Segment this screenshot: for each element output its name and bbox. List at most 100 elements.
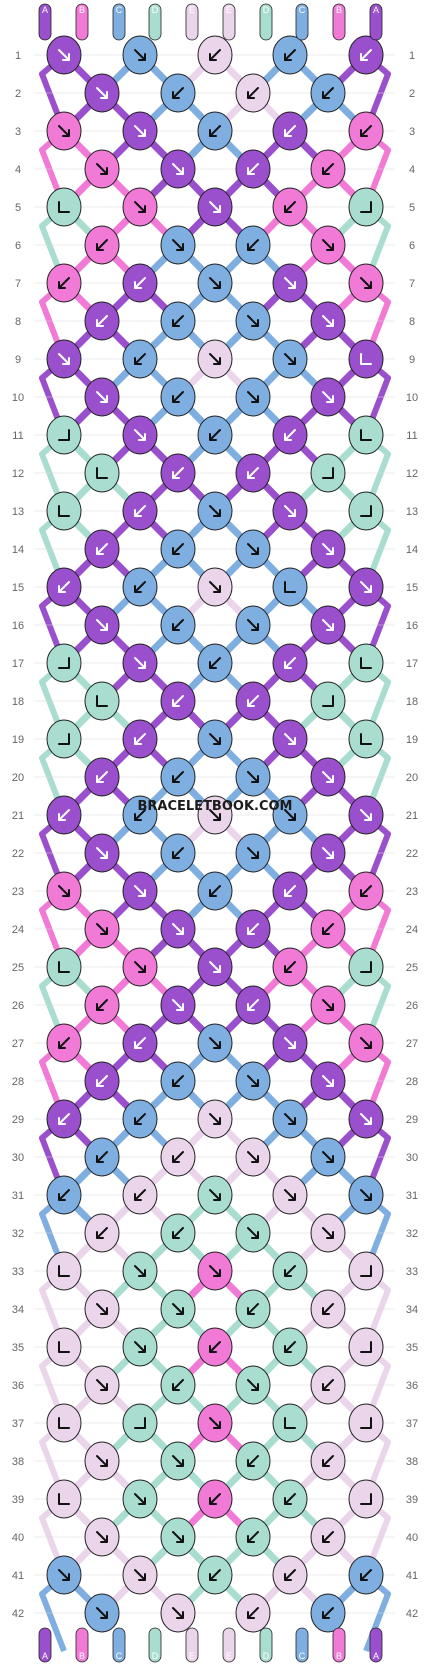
knot-body [348, 491, 384, 531]
arrow-right-icon [322, 239, 334, 251]
knot [46, 1479, 82, 1519]
arrow-right-icon [134, 49, 146, 61]
knot [84, 1061, 120, 1101]
arrow-right-icon [322, 847, 334, 859]
knot [272, 35, 308, 75]
knot [310, 833, 346, 873]
knot-body [272, 567, 308, 607]
arrow-left-icon [209, 125, 221, 137]
arrow-right-icon [247, 391, 259, 403]
knot [235, 1137, 271, 1177]
string-end-bottom [148, 1627, 162, 1663]
knot [235, 73, 271, 113]
knot-body [46, 491, 82, 531]
arrow-left-icon [172, 543, 184, 555]
arrow-right-icon [96, 87, 108, 99]
knot [348, 491, 384, 531]
knot [160, 605, 196, 645]
arrow-right-icon [284, 733, 296, 745]
arrow-left-icon [284, 1493, 296, 1505]
arrow-left-icon [172, 695, 184, 707]
knot [160, 1289, 196, 1329]
row-label-right: 9 [409, 354, 415, 366]
knot [310, 453, 346, 493]
knot [84, 1517, 120, 1557]
arrow-left-icon [284, 961, 296, 973]
knot [46, 1023, 82, 1063]
row-label-right: 13 [406, 506, 418, 518]
arrow-right-icon [247, 1151, 259, 1163]
arrow-left-icon [209, 1493, 221, 1505]
knot [310, 1365, 346, 1405]
knot [235, 149, 271, 189]
arrow-left-icon [360, 49, 372, 61]
arrow-left-icon [172, 1075, 184, 1087]
row-label-right: 15 [406, 582, 418, 594]
knot [197, 1403, 233, 1443]
row-label-right: 41 [406, 1570, 418, 1582]
knot [272, 1479, 308, 1519]
arrow-left-icon [134, 353, 146, 365]
knot-body [46, 415, 82, 455]
knot [272, 111, 308, 151]
string-end-top [295, 3, 309, 41]
arrow-left-icon [247, 999, 259, 1011]
arrow-right-icon [209, 1265, 221, 1277]
arrow-left-icon [360, 1569, 372, 1581]
knot [235, 1061, 271, 1101]
string-end-top [148, 3, 162, 41]
knot [84, 909, 120, 949]
string-end-bottom [332, 1627, 346, 1663]
arrow-left-icon [134, 277, 146, 289]
knot [348, 415, 384, 455]
row-label-left: 35 [12, 1342, 24, 1354]
arrow-left-icon [172, 1227, 184, 1239]
arrow-left-icon [284, 657, 296, 669]
knot [46, 339, 82, 379]
arrow-right-icon [134, 885, 146, 897]
knot [84, 1441, 120, 1481]
arrow-right-icon [96, 1455, 108, 1467]
row-label-left: 15 [12, 582, 24, 594]
knot [235, 1441, 271, 1481]
knot [160, 301, 196, 341]
string-label-top: A [373, 5, 379, 15]
arrow-left-icon [58, 1189, 70, 1201]
arrow-right-icon [209, 733, 221, 745]
knot [197, 643, 233, 683]
row-label-left: 11 [12, 430, 23, 442]
knot [160, 681, 196, 721]
knot [84, 681, 120, 721]
knot [310, 73, 346, 113]
string-end-top [222, 3, 236, 41]
knot [122, 35, 158, 75]
row-label-left: 39 [12, 1494, 24, 1506]
row-label-right: 4 [409, 164, 415, 176]
knot [122, 1251, 158, 1291]
knot [272, 491, 308, 531]
arrow-right-icon [96, 391, 108, 403]
arrow-right-icon [322, 999, 334, 1011]
knot [197, 263, 233, 303]
knot [235, 301, 271, 341]
row-label-right: 18 [406, 696, 418, 708]
knot [84, 1593, 120, 1633]
string-end-top [38, 3, 52, 41]
chevron-left-icon [58, 657, 70, 669]
row-label-right: 14 [406, 544, 418, 556]
row-label-left: 19 [12, 734, 24, 746]
knot [46, 567, 82, 607]
knot [160, 529, 196, 569]
knot [46, 187, 82, 227]
row-label-right: 37 [406, 1418, 418, 1430]
knot [197, 111, 233, 151]
knot [84, 73, 120, 113]
arrow-right-icon [247, 619, 259, 631]
knot-body [348, 415, 384, 455]
knot [197, 1023, 233, 1063]
arrow-right-icon [209, 1189, 221, 1201]
row-label-right: 33 [406, 1266, 418, 1278]
knot [122, 339, 158, 379]
row-label-right: 26 [406, 1000, 418, 1012]
knot [160, 1593, 196, 1633]
